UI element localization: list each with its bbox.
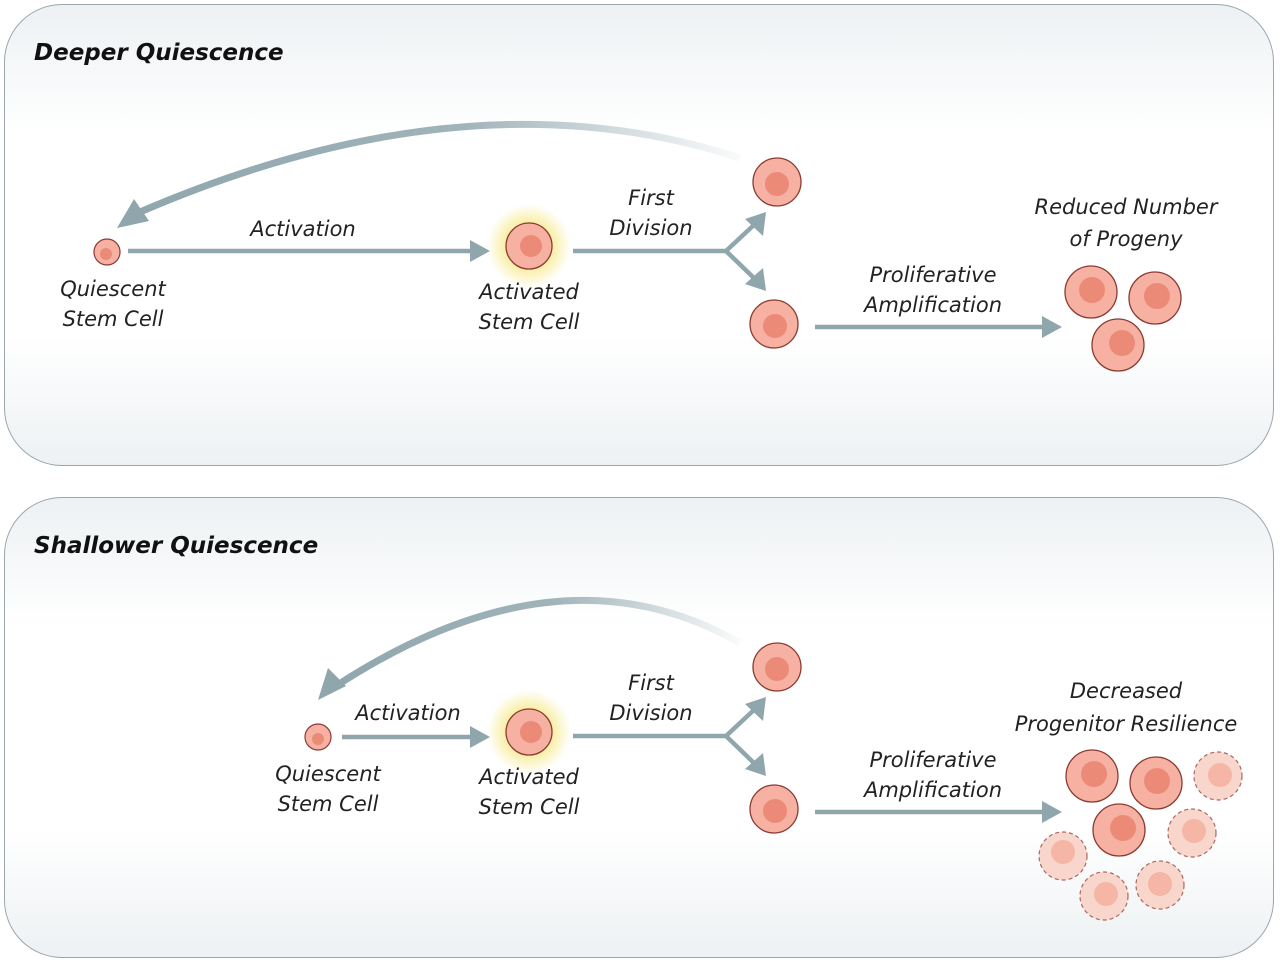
faded-progeny-cell [1135,860,1185,910]
quiescent-label-2: Stem Cell [278,792,379,816]
faded-progeny-cell [1167,808,1217,858]
return-arrowhead [318,668,346,700]
fork-down-arrowhead [745,753,766,776]
progeny-cell [1065,749,1119,803]
daughter-cell-upper [752,642,802,692]
quiescent-stem-cell [304,723,332,751]
outcome-label-1: Decreased [1070,679,1183,703]
activation-arrowhead [470,726,490,748]
quiescent-stem-cell [93,238,121,266]
proliferative-arrowhead [1042,316,1062,338]
progeny-cell [1129,756,1183,810]
progeny-cell [1092,803,1146,857]
activated-label-1: Activated [477,280,579,304]
return-arrow [334,596,742,689]
proliferative-label-1: Proliferative [869,263,996,287]
first-division-label-2: Division [609,216,692,240]
progeny-cell [1128,271,1182,325]
faded-progeny-cell [1038,831,1088,881]
activation-label: Activation [248,217,356,241]
activation-arrowhead [470,240,490,262]
outcome-label-2: Progenitor Resilience [1015,712,1238,736]
top-diagram: Quiescent Stem Cell Activation Activated… [60,120,1219,372]
panel-title-shallower: Shallower Quiescence [34,533,319,559]
activated-label-1: Activated [477,765,579,789]
activated-label-2: Stem Cell [479,310,580,334]
fork-up [724,222,757,253]
fork-up-arrowhead [745,697,766,721]
daughter-cell-lower [749,299,799,349]
fork-down-arrowhead [745,268,766,291]
outcome-label-1: Reduced Number [1035,195,1219,219]
bottom-diagram: Quiescent Stem Cell Activation Activated… [275,596,1243,921]
quiescent-label-1: Quiescent [275,762,381,786]
fork-down [724,249,757,281]
first-division-label-2: Division [609,701,692,725]
faded-progeny-cell [1193,751,1243,801]
fork-down [724,734,757,766]
return-arrow [138,120,742,216]
activated-stem-cell [505,708,553,756]
quiescent-label-2: Stem Cell [63,307,164,331]
proliferative-label-1: Proliferative [869,748,996,772]
daughter-cell-lower [749,784,799,834]
fork-up-arrowhead [745,212,766,236]
faded-progeny-cell [1079,871,1129,921]
proliferative-label-2: Amplification [862,293,1002,317]
activated-label-2: Stem Cell [479,795,580,819]
first-division-label-1: First [628,186,674,210]
proliferative-arrowhead [1042,801,1062,823]
deeper-quiescence-panel [4,4,1274,466]
outcome-label-2: of Progeny [1069,227,1183,251]
proliferative-label-2: Amplification [862,778,1002,802]
first-division-label-1: First [628,671,674,695]
fork-up [724,707,757,738]
progeny-cell [1064,265,1118,319]
daughter-cell-upper [752,157,802,207]
return-arrowhead [117,199,149,228]
panel-title-deeper: Deeper Quiescence [34,40,284,66]
activation-label: Activation [353,701,461,725]
quiescent-label-1: Quiescent [60,277,166,301]
activated-stem-cell [505,222,553,270]
progeny-cell [1091,318,1145,372]
shallower-quiescence-panel [4,497,1274,958]
